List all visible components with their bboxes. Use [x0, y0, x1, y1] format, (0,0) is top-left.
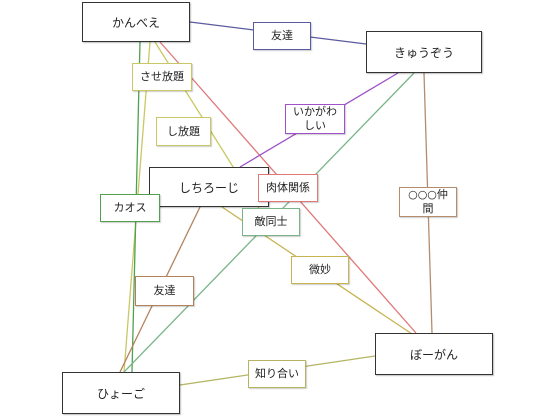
label-tomodachi-top[interactable]: 友達	[253, 22, 311, 50]
label-text: し放題	[167, 124, 200, 138]
label-text: 微妙	[309, 263, 331, 276]
label-text: カオス	[113, 201, 147, 214]
node-hyogo[interactable]: ひょーご	[62, 372, 180, 414]
label-bimyou[interactable]: 微妙	[291, 256, 349, 284]
label-nikutai-kankei[interactable]: 肉体関係	[258, 174, 318, 202]
node-bogan[interactable]: ぼーがん	[375, 333, 493, 375]
label-tomodachi-bottom[interactable]: 友達	[135, 276, 194, 306]
label-text: いかがわしい	[293, 105, 337, 132]
label-kaosu[interactable]: カオス	[100, 194, 160, 222]
label-text: 肉体関係	[266, 181, 310, 194]
label-text: させ放題	[140, 70, 184, 83]
label-shi-houdai[interactable]: し放題	[156, 117, 211, 146]
label-text: 友達	[271, 29, 293, 42]
label-text: ○○○仲間	[408, 188, 448, 215]
label-shiriai[interactable]: 知り合い	[248, 360, 306, 388]
node-kanbee[interactable]: かんべえ	[82, 2, 190, 42]
label-text: 友達	[153, 284, 176, 297]
node-shichiroji[interactable]: しちろーじ	[149, 167, 269, 207]
label-text: 敵同士	[254, 215, 288, 228]
label-tekidoushi[interactable]: 敵同士	[242, 208, 300, 236]
label-text: 知り合い	[255, 367, 299, 380]
label-ikagawashii[interactable]: いかがわしい	[285, 104, 345, 134]
label-sase-houdai[interactable]: させ放題	[132, 63, 192, 91]
node-kyuuzou[interactable]: きゅうぞう	[366, 31, 482, 73]
label-marumaru-nakama[interactable]: ○○○仲間	[399, 187, 457, 217]
